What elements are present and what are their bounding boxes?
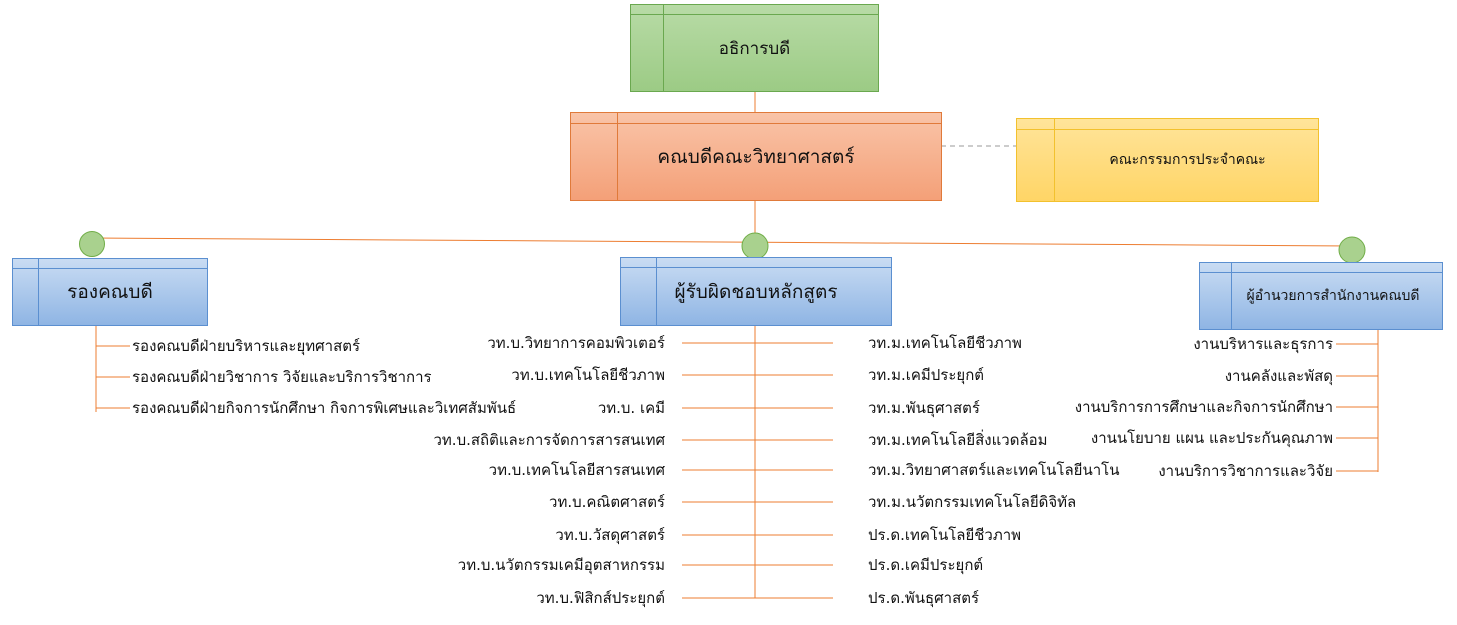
list-item: รองคณบดีฝ่ายบริหารและยุทศาสตร์ [132,337,361,355]
list-item: วท.บ.นวัตกรรมเคมีอุตสาหกรรม [457,556,665,574]
list-item: วท.บ.สถิติและการจัดการสารสนเทศ [433,431,666,449]
node-circle [79,231,105,257]
list-item: วท.ม.เทคโนโลยีชีวภาพ [868,334,1022,352]
president-box[interactable]: อธิการบดี [630,4,879,92]
dean-box[interactable]: คณบดีคณะวิทยาศาสตร์ [570,112,942,201]
list-item: วท.บ.วัสดุศาสตร์ [555,526,665,544]
programs-box[interactable]: ผู้รับผิดชอบหลักสูตร [620,257,892,326]
associate-deans-box[interactable]: รองคณบดี [12,258,208,326]
list-item: งานบริการการศึกษาและกิจการนักศึกษา [1074,398,1333,416]
list-item: งานนโยบาย แผน และประกันคุณภาพ [1090,429,1333,447]
list-item: ปร.ด.พันธุศาสตร์ [868,589,980,607]
list-item: งานบริการวิชาการและวิจัย [1158,462,1333,480]
connector [91,237,1353,247]
node-circle [1338,236,1366,264]
list-item: วท.บ.ฟิสิกส์ประยุกต์ [536,589,665,607]
node-circle [741,232,769,260]
list-item: วท.ม.เคมีประยุกต์ [868,366,985,384]
committee-box[interactable]: คณะกรรมการประจำคณะ [1016,118,1319,202]
list-item: วท.ม.นวัตกรรมเทคโนโลยีดิจิทัล [868,493,1077,511]
list-item: วท.บ.เทคโนโลยีชีวภาพ [511,366,665,384]
associate-deans-label: รองคณบดี [67,281,153,303]
dean-label: คณบดีคณะวิทยาศาสตร์ [657,145,855,168]
list-item: วท.บ.คณิตศาสตร์ [549,493,665,511]
list-item: ปร.ด.เทคโนโลยีชีวภาพ [868,526,1022,544]
list-item: รองคณบดีฝ่ายวิชาการ วิจัยและบริการวิชากา… [132,368,432,386]
list-item: วท.บ. เคมี [597,399,665,417]
list-item: วท.ม.เทคโนโลยีสิ่งแวดล้อม [868,431,1048,449]
list-item: งานคลังและพัสดุ [1224,367,1333,385]
list-item: วท.ม.พันธุศาสตร์ [868,399,980,417]
committee-label: คณะกรรมการประจำคณะ [1109,152,1266,168]
office-label: ผู้อำนวยการสำนักงานคณบดี [1246,288,1420,304]
list-item: วท.ม.วิทยาศาสตร์และเทคโนโลยีนาโน [868,461,1120,479]
list-item: งานบริหารและธุรการ [1193,335,1333,353]
list-item: รองคณบดีฝ่ายกิจการนักศึกษา กิจการพิเศษแล… [132,399,517,417]
list-item: วท.บ.วิทยาการคอมพิวเตอร์ [487,334,665,352]
office-box[interactable]: ผู้อำนวยการสำนักงานคณบดี [1199,262,1443,330]
programs-label: ผู้รับผิดชอบหลักสูตร [674,280,838,303]
list-item: ปร.ด.เคมีประยุกต์ [868,556,984,574]
president-label: อธิการบดี [718,38,791,59]
list-item: วท.บ.เทคโนโลยีสารสนเทศ [488,461,665,479]
